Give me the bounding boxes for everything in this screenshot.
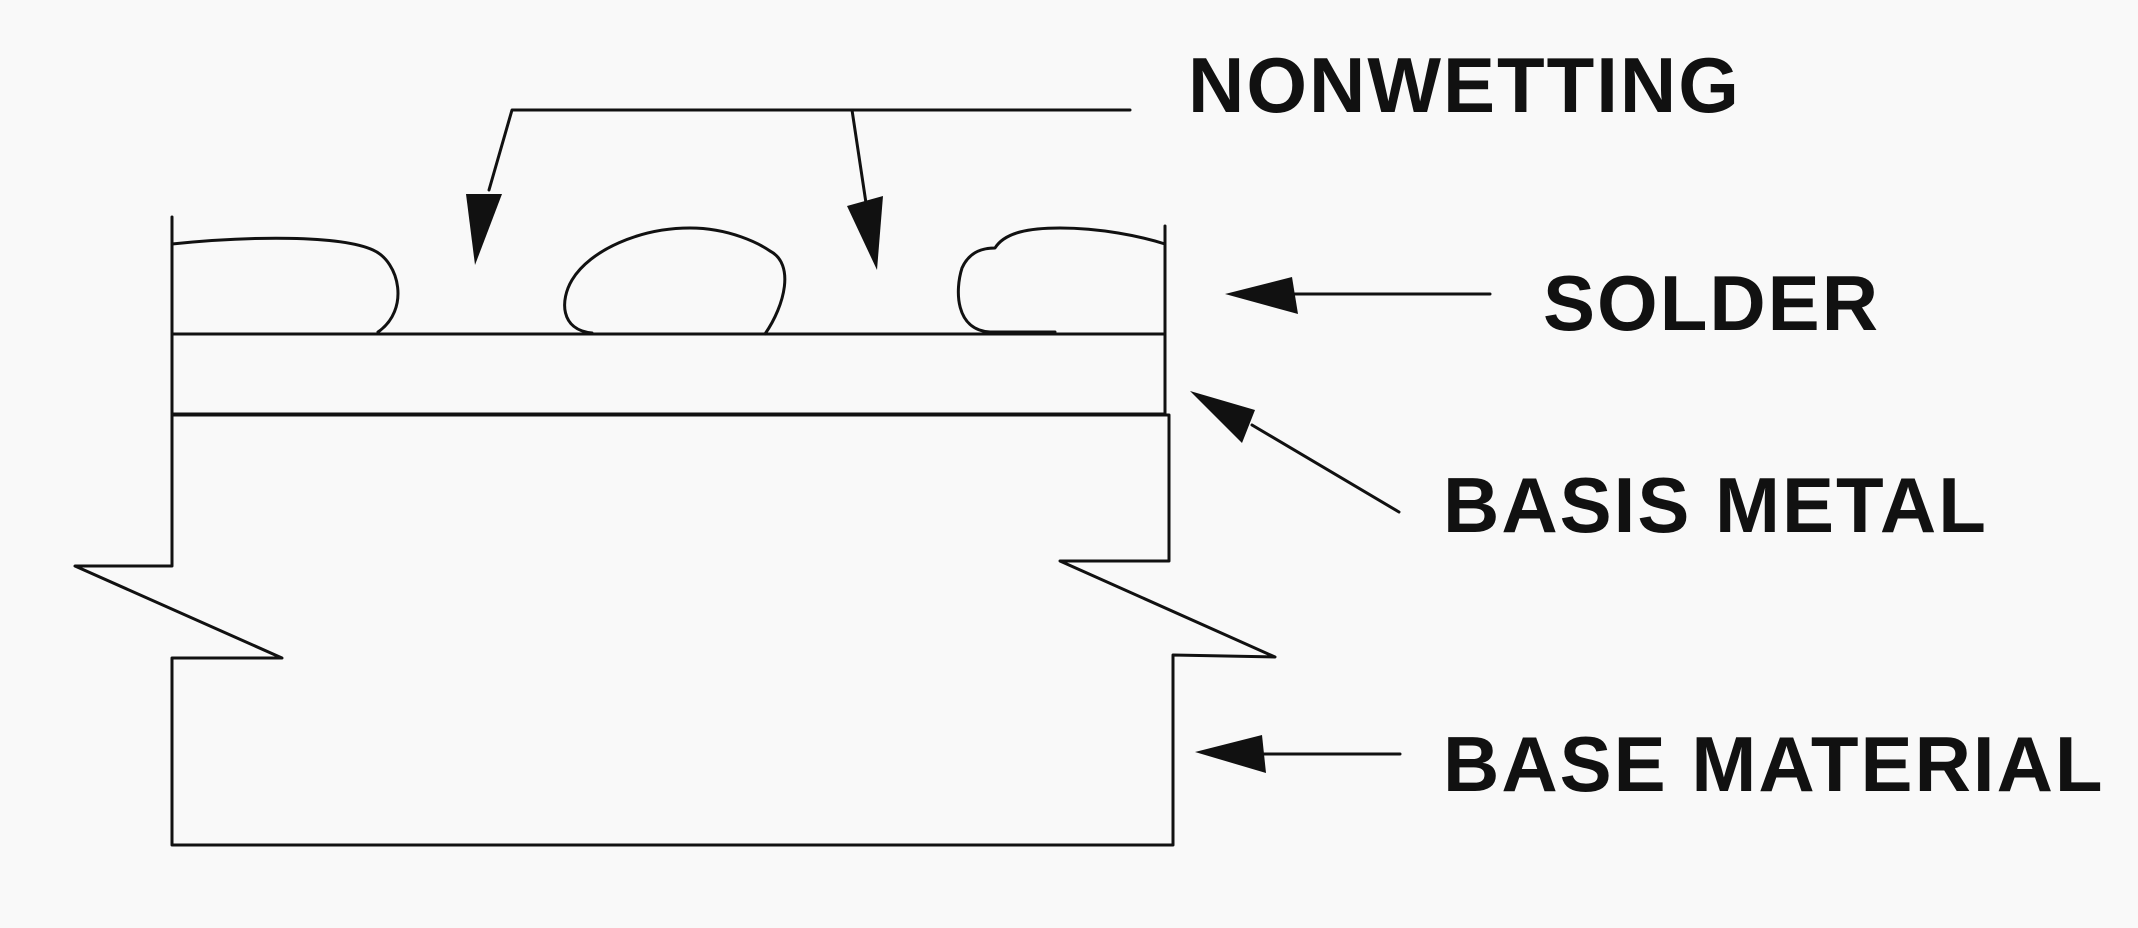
base-material-label: BASE MATERIAL: [1443, 720, 2105, 808]
solder-arrowhead: [1225, 277, 1298, 314]
nonwetting-arrowhead-left: [466, 194, 502, 265]
basis-metal-label: BASIS METAL: [1443, 461, 1988, 549]
solder-bead-right: [956, 226, 1167, 334]
basis-metal-leader-line: [1250, 423, 1401, 514]
nonwetting-leader-line: [487, 108, 1132, 192]
basis-metal-arrowhead: [1190, 391, 1255, 443]
basis-metal-layer: [170, 332, 1167, 416]
nonwetting-label: NONWETTING: [1188, 41, 1741, 129]
solder-bead-left: [170, 236, 400, 334]
solder-bead-middle: [563, 226, 787, 336]
nonwetting-leader-branch: [850, 108, 868, 205]
solder-label: SOLDER: [1543, 259, 1880, 347]
nonwetting-arrowhead-right: [847, 196, 883, 270]
base-material-block: [73, 413, 1277, 847]
base-material-arrowhead: [1195, 735, 1266, 773]
